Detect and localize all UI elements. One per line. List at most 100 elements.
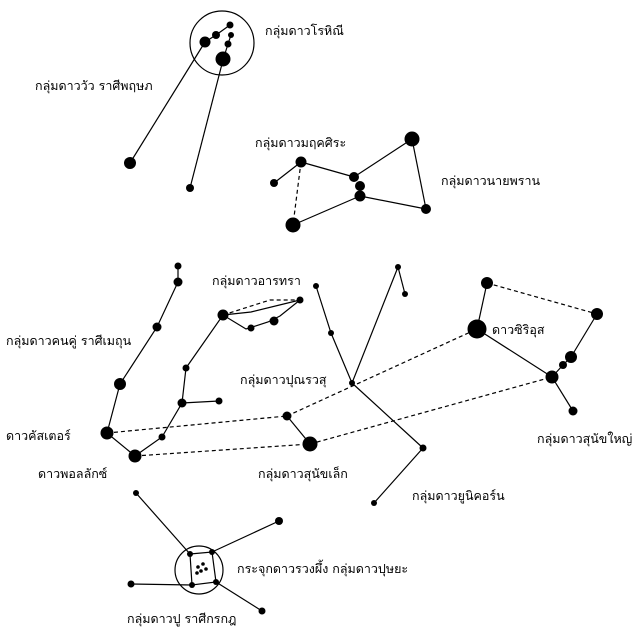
star: [187, 551, 193, 557]
canis-major-line: [551, 376, 574, 412]
label-beehive-pushya: กระจุกดาวรวงผึ้ง กลุ่มดาวปุษยะ: [237, 559, 408, 577]
star: [215, 397, 223, 405]
label-castor: ดาวคัสเตอร์: [6, 428, 71, 443]
monoceros-constellation: [313, 264, 427, 506]
star: [421, 204, 431, 214]
star: [565, 351, 577, 363]
beehive-star: [201, 562, 205, 566]
star: [213, 579, 219, 585]
star: [217, 309, 229, 321]
star: [186, 184, 194, 192]
cancer-line: [130, 583, 193, 586]
aldebaran-star: [215, 51, 231, 67]
star: [313, 283, 319, 289]
gemini-dashed-line: [222, 299, 300, 316]
cancer-line: [135, 492, 191, 555]
star: [247, 324, 255, 332]
star: [226, 21, 234, 29]
label-pollux: ดาวพอลลักซ์: [38, 466, 107, 481]
star: [349, 380, 355, 386]
star: [296, 296, 304, 304]
monoceros-line: [351, 266, 399, 384]
canis-major-line: [476, 328, 553, 378]
orion-line: [353, 138, 413, 178]
canis-minor-constellation: [106, 328, 553, 457]
rohini-cluster-circle: [189, 10, 255, 76]
orion-constellation: [270, 131, 431, 233]
cancer-line: [211, 520, 280, 553]
star: [189, 582, 195, 588]
star: [275, 517, 283, 525]
label-sirius: ดาวซิริอุส: [492, 322, 545, 338]
gemini-line: [181, 400, 220, 404]
star: [158, 433, 166, 441]
gemini-line: [134, 299, 301, 457]
label-orion: กลุ่มดาวนายพราน: [441, 173, 540, 189]
canis-major-constellation: [467, 277, 603, 416]
dashed-line: [134, 443, 311, 457]
orion-line: [359, 195, 427, 210]
gemini-constellation: [100, 262, 304, 463]
taurus-constellation: [124, 10, 255, 192]
star: [545, 370, 559, 384]
orion-line: [292, 195, 361, 226]
label-cancer: กลุ่มดาวปู ราศีกรกฎ: [127, 611, 236, 627]
star: [559, 361, 567, 369]
star: [371, 500, 377, 506]
star: [328, 330, 334, 336]
betelgeuse-star: [404, 131, 420, 147]
label-monoceros: กลุ่มดาวยูนิคอร์น: [412, 488, 505, 504]
star: [177, 398, 187, 408]
dashed-line: [309, 376, 553, 445]
procyon-star: [302, 436, 318, 452]
star: [395, 264, 401, 270]
orion-line: [273, 161, 302, 184]
star: [269, 316, 279, 326]
star: [591, 308, 603, 320]
monoceros-line: [397, 266, 406, 295]
star: [224, 40, 232, 48]
label-gemini: กลุ่มดาวคนคู่ ราศีเมถุน: [6, 333, 132, 349]
cancer-line: [215, 581, 263, 612]
orion-line: [300, 161, 355, 178]
cancer-line: [189, 551, 217, 586]
canis-major-dashed-line: [486, 282, 598, 315]
star: [568, 406, 578, 416]
canis-major-line: [570, 313, 598, 358]
beehive-star: [196, 565, 200, 569]
star: [354, 190, 366, 202]
label-taurus: กลุ่มดาววัว ราศีพฤษภ: [35, 78, 153, 94]
star: [295, 156, 307, 168]
taurus-line: [129, 41, 206, 164]
orion-dashed-line: [292, 161, 302, 226]
label-ardra: กลุ่มดาวอารทรา: [212, 273, 301, 289]
cancer-constellation: [127, 490, 283, 615]
sirius-star: [467, 319, 487, 339]
star: [133, 490, 139, 496]
label-punarvasu: กลุ่มดาวปุณรวสุ: [240, 372, 327, 388]
label-canis-major: กลุ่มดาวสุนัขใหญ่: [537, 431, 632, 447]
star: [199, 36, 211, 48]
star: [481, 277, 493, 289]
monoceros-line: [351, 382, 424, 449]
star: [127, 580, 135, 588]
monoceros-line: [373, 447, 424, 504]
star: [258, 607, 266, 615]
label-rohini: กลุ่มดาวโรหิณี: [265, 23, 344, 39]
taurus-line: [189, 59, 224, 189]
beehive-star: [195, 571, 199, 575]
rigel-star: [285, 217, 301, 233]
winter-triangle-dashed-line: [106, 415, 288, 434]
label-canis-minor: กลุ่มดาวสุนัขเล็ก: [258, 466, 348, 482]
star: [173, 277, 183, 287]
star: [209, 549, 215, 555]
star: [182, 364, 190, 372]
star: [228, 32, 234, 38]
star: [212, 31, 220, 39]
star: [419, 444, 427, 452]
star: [174, 262, 182, 270]
beehive-cluster-circle: [174, 545, 224, 595]
star: [402, 291, 408, 297]
star: [152, 322, 162, 332]
